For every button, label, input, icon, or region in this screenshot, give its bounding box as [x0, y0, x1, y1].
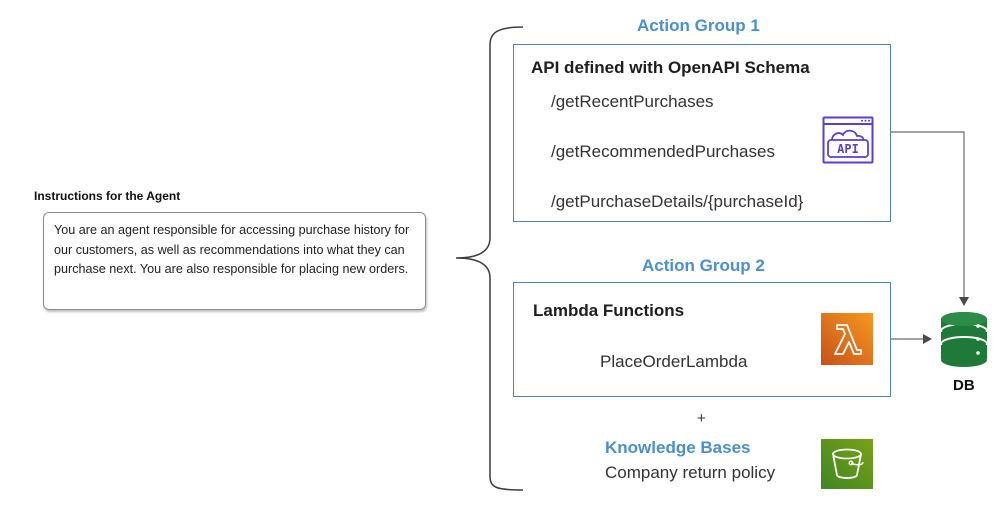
knowledge-bases-title: Knowledge Bases [605, 438, 751, 457]
action-group-1-title: Action Group 1 [637, 16, 760, 35]
api-to-db-connector [891, 131, 965, 298]
instructions-textbox: You are an agent responsible for accessi… [43, 212, 426, 310]
action-group-1-heading: API defined with OpenAPI Schema [531, 58, 810, 77]
api-icon: API [822, 116, 874, 164]
lambda-to-db-arrowhead [923, 334, 932, 344]
action-group-2-heading: Lambda Functions [533, 301, 685, 320]
api-icon-label: API [837, 142, 859, 156]
bucket-icon [821, 439, 873, 489]
grouping-brace [455, 26, 524, 491]
database-label: DB [953, 377, 975, 394]
endpoint-get-recommended-purchases: /getRecommendedPurchases [551, 142, 775, 161]
knowledge-base-description: Company return policy [605, 463, 776, 482]
instructions-title: Instructions for the Agent [34, 189, 181, 203]
database-icon [940, 312, 988, 367]
endpoint-get-purchase-details: /getPurchaseDetails/{purchaseId} [551, 192, 804, 211]
plus-sign: + [697, 410, 706, 427]
endpoint-get-recent-purchases: /getRecentPurchases [551, 92, 714, 111]
action-group-2-title: Action Group 2 [642, 256, 765, 275]
lambda-function-name: PlaceOrderLambda [600, 352, 748, 371]
lambda-icon [821, 313, 873, 365]
api-to-db-arrowhead [959, 297, 969, 306]
